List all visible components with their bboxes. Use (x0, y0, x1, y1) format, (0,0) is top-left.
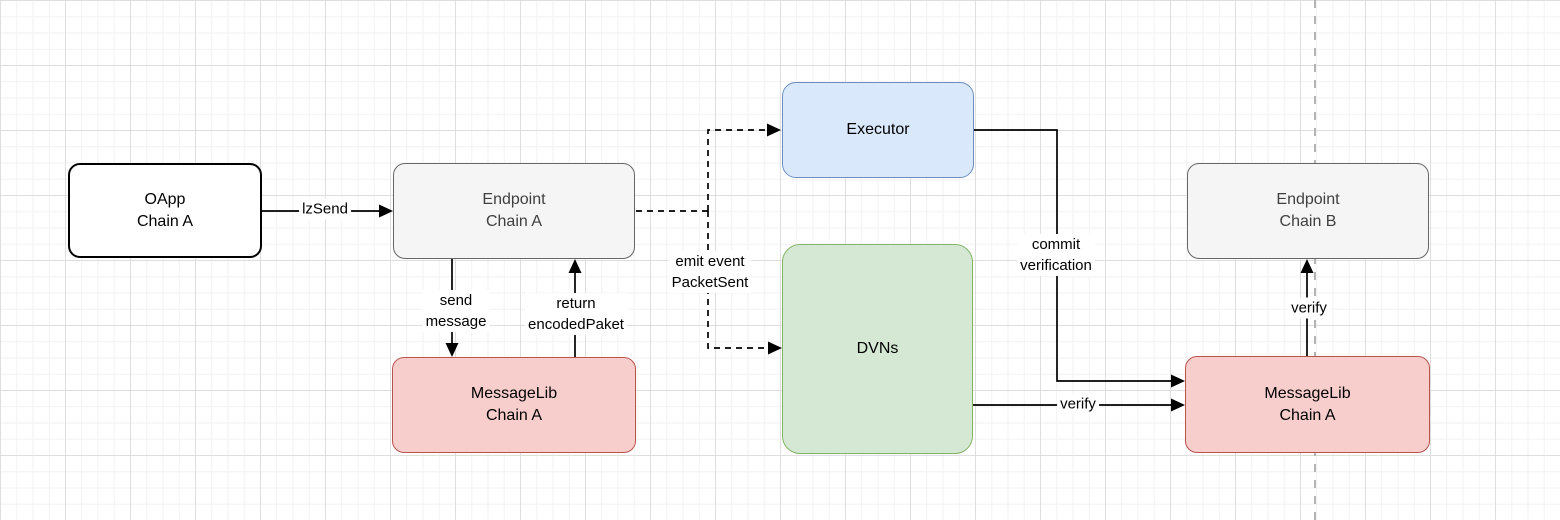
node-label-line: Endpoint (482, 191, 546, 208)
node-label-line: Executor (846, 121, 910, 138)
edge-label-commit-verification: commit verification (1017, 234, 1095, 276)
node-endpoint-chain-b[interactable]: Endpoint Chain B (1187, 163, 1429, 259)
node-label-line: MessageLib (470, 385, 558, 402)
node-label-line: Chain A (485, 213, 543, 230)
node-label-line: Chain A (1279, 406, 1336, 424)
edge-label-emit-event-packetsent: emit event PacketSent (668, 251, 752, 293)
edge-label-verify-dvns: verify (1057, 393, 1099, 415)
node-messagelib-chain-a-destination[interactable]: MessageLib Chain A (1185, 356, 1430, 453)
edge-label-verify-endpoint: verify (1288, 297, 1330, 319)
node-label-line: Chain B (1279, 213, 1337, 230)
node-label-line: Chain A (136, 212, 194, 230)
node-executor[interactable]: Executor (782, 82, 974, 178)
edge-label-return-encodedpaket: return encodedPaket (525, 293, 627, 335)
node-messagelib-chain-a-source[interactable]: MessageLib Chain A (392, 357, 636, 453)
node-label-line: Chain A (485, 407, 543, 424)
node-label-line: OApp (144, 190, 186, 208)
node-dvns[interactable]: DVNs (782, 244, 973, 454)
node-label-line: MessageLib (1264, 384, 1351, 402)
node-endpoint-chain-a[interactable]: Endpoint Chain A (393, 163, 635, 259)
edge-label-lzsend: lzSend (299, 198, 351, 220)
node-label-line: Endpoint (1276, 191, 1340, 208)
node-oapp-chain-a[interactable]: OApp Chain A (68, 163, 262, 258)
edge-label-send-message: send message (422, 290, 490, 332)
node-label-line: DVNs (856, 340, 899, 357)
edge-emit-event (636, 123, 782, 355)
